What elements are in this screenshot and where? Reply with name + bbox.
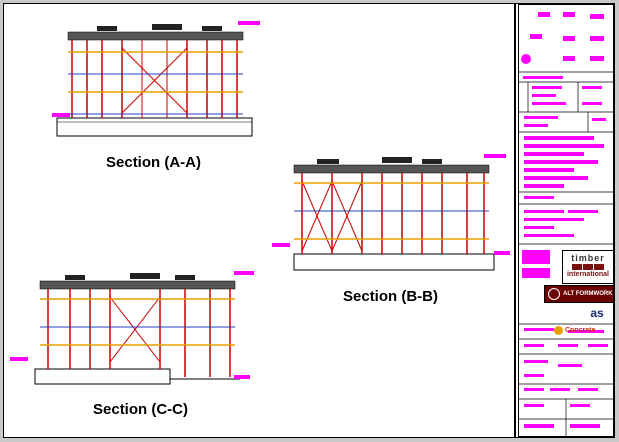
section-aa-label: Section (A-A) (106, 154, 201, 171)
firm-logo-icon (548, 288, 560, 300)
section-cc-label: Section (C-C) (93, 401, 188, 418)
company-logo-line2: international (566, 271, 609, 278)
company-logo-blocks (563, 264, 613, 270)
drawing-area: Section (A-A) (4, 4, 516, 437)
firm-logo: ALT FORMWORK (544, 285, 614, 303)
firm-logo-text: ALT FORMWORK (563, 291, 613, 297)
section-bb-drawing (272, 154, 510, 271)
drawing-sheet: Section (A-A) (3, 3, 615, 438)
as-logo: as (582, 304, 612, 320)
concrete-logo-icon (554, 325, 563, 335)
section-bb-label: Section (B-B) (343, 288, 438, 305)
concrete-logo: Concrete (554, 324, 612, 336)
section-aa-drawing (52, 21, 260, 137)
as-logo-text: as (590, 306, 604, 320)
title-block: timber international ALT FORMWORK as Con… (518, 4, 614, 437)
title-block-grid (518, 4, 614, 437)
section-cc-drawing (10, 271, 254, 385)
company-logo-line1: timber (571, 253, 605, 263)
concrete-logo-text: Concrete (565, 326, 596, 334)
company-logo: timber international (562, 250, 614, 284)
